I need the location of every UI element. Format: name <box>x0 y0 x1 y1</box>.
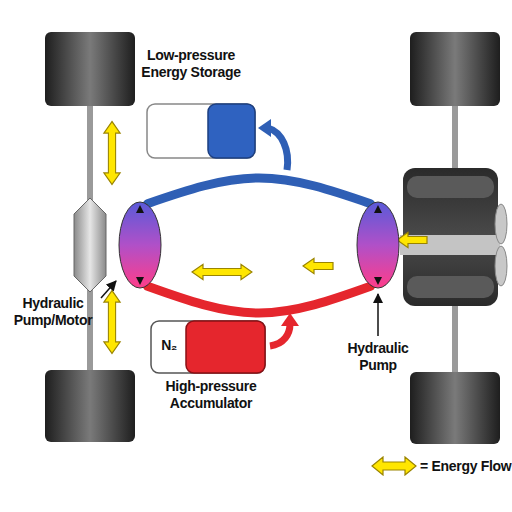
flow-arrowhead <box>258 119 271 137</box>
storage-tank-outline <box>146 103 256 159</box>
pump-outline <box>356 201 400 289</box>
leader-line <box>101 281 116 298</box>
leader-line <box>377 294 379 336</box>
wheel <box>410 372 500 444</box>
legend-arrow-sample <box>370 456 418 476</box>
hydraulic-line <box>148 178 371 204</box>
accumulator-tank: N₂High-pressure Accumulator <box>150 320 266 374</box>
energy-flow-arrow <box>104 291 120 354</box>
part-label: High-pressure Accumulator <box>155 378 267 412</box>
energy-flow-arrow <box>104 122 120 185</box>
pump-motor-outline <box>118 201 162 289</box>
wheel <box>45 32 135 106</box>
energy-flow-arrow <box>397 232 427 247</box>
part-label: Hydraulic Pump/Motor <box>5 295 101 329</box>
energy-flow-arrow <box>192 264 252 279</box>
differential <box>74 198 106 292</box>
pump-motor: Hydraulic Pump/Motor <box>118 201 162 289</box>
storage-tank: Low-pressure Energy Storage <box>146 103 256 159</box>
gas-label: N₂ <box>153 337 185 354</box>
part-label: Hydraulic Pump <box>338 340 418 374</box>
legend-item: = Energy Flow <box>370 456 511 476</box>
wheel <box>45 370 135 442</box>
hydraulic-line <box>148 286 371 313</box>
part-label: Low-pressure Energy Storage <box>131 47 251 81</box>
legend-text: = Energy Flow <box>420 458 511 474</box>
pump: Hydraulic Pump <box>356 201 400 289</box>
wheel <box>410 32 500 106</box>
flow-arrow <box>270 324 290 346</box>
energy-flow-arrow <box>303 258 333 273</box>
